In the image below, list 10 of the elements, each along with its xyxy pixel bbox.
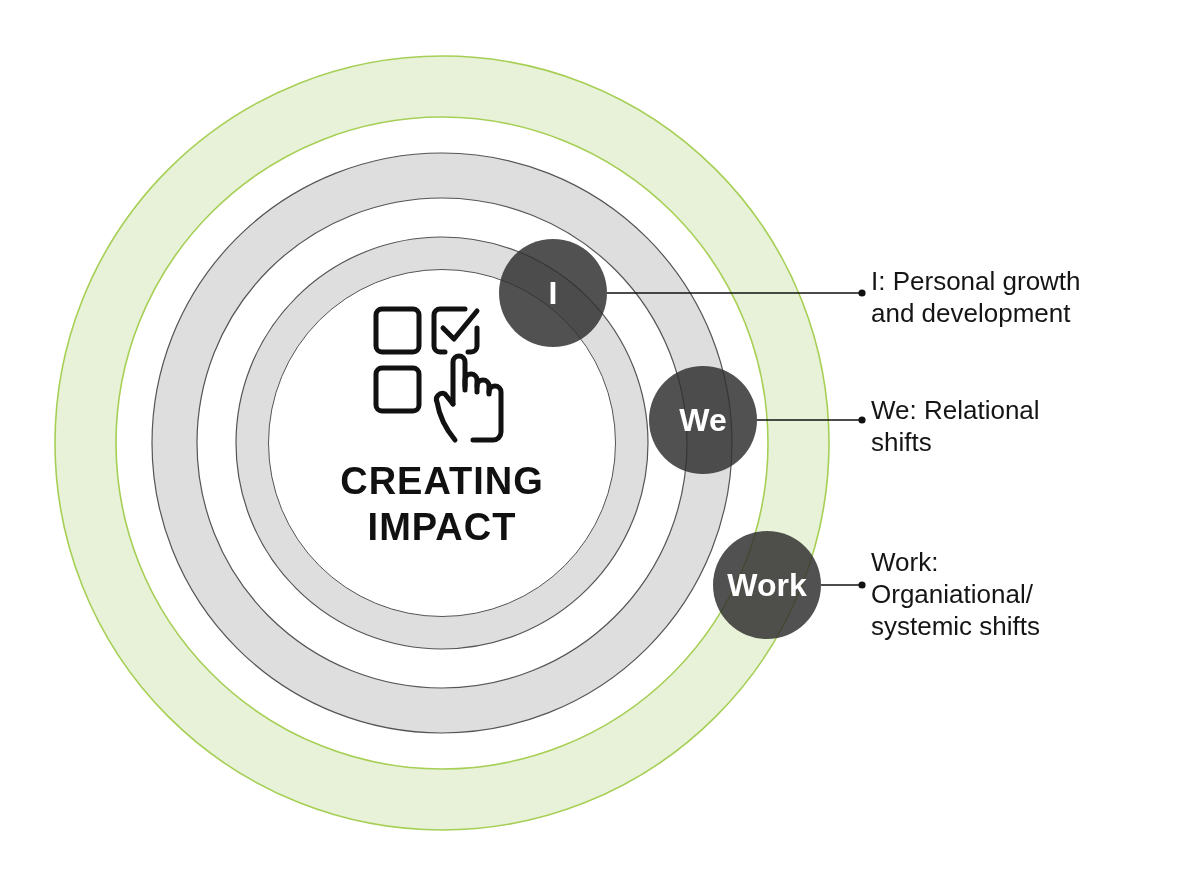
leader-line xyxy=(820,581,866,589)
level-label: We xyxy=(679,402,727,438)
leader-line xyxy=(606,289,866,297)
leader-line xyxy=(756,416,866,424)
level-description: I: Personal growth and development xyxy=(862,265,1107,329)
level-label: I xyxy=(548,275,558,311)
level-description: Work: Organiational/ systemic shifts xyxy=(862,546,1072,642)
level-description: We: Relational shifts xyxy=(862,394,1072,458)
center-title: CREATING IMPACT xyxy=(340,459,544,550)
level-label: Work xyxy=(727,567,807,603)
